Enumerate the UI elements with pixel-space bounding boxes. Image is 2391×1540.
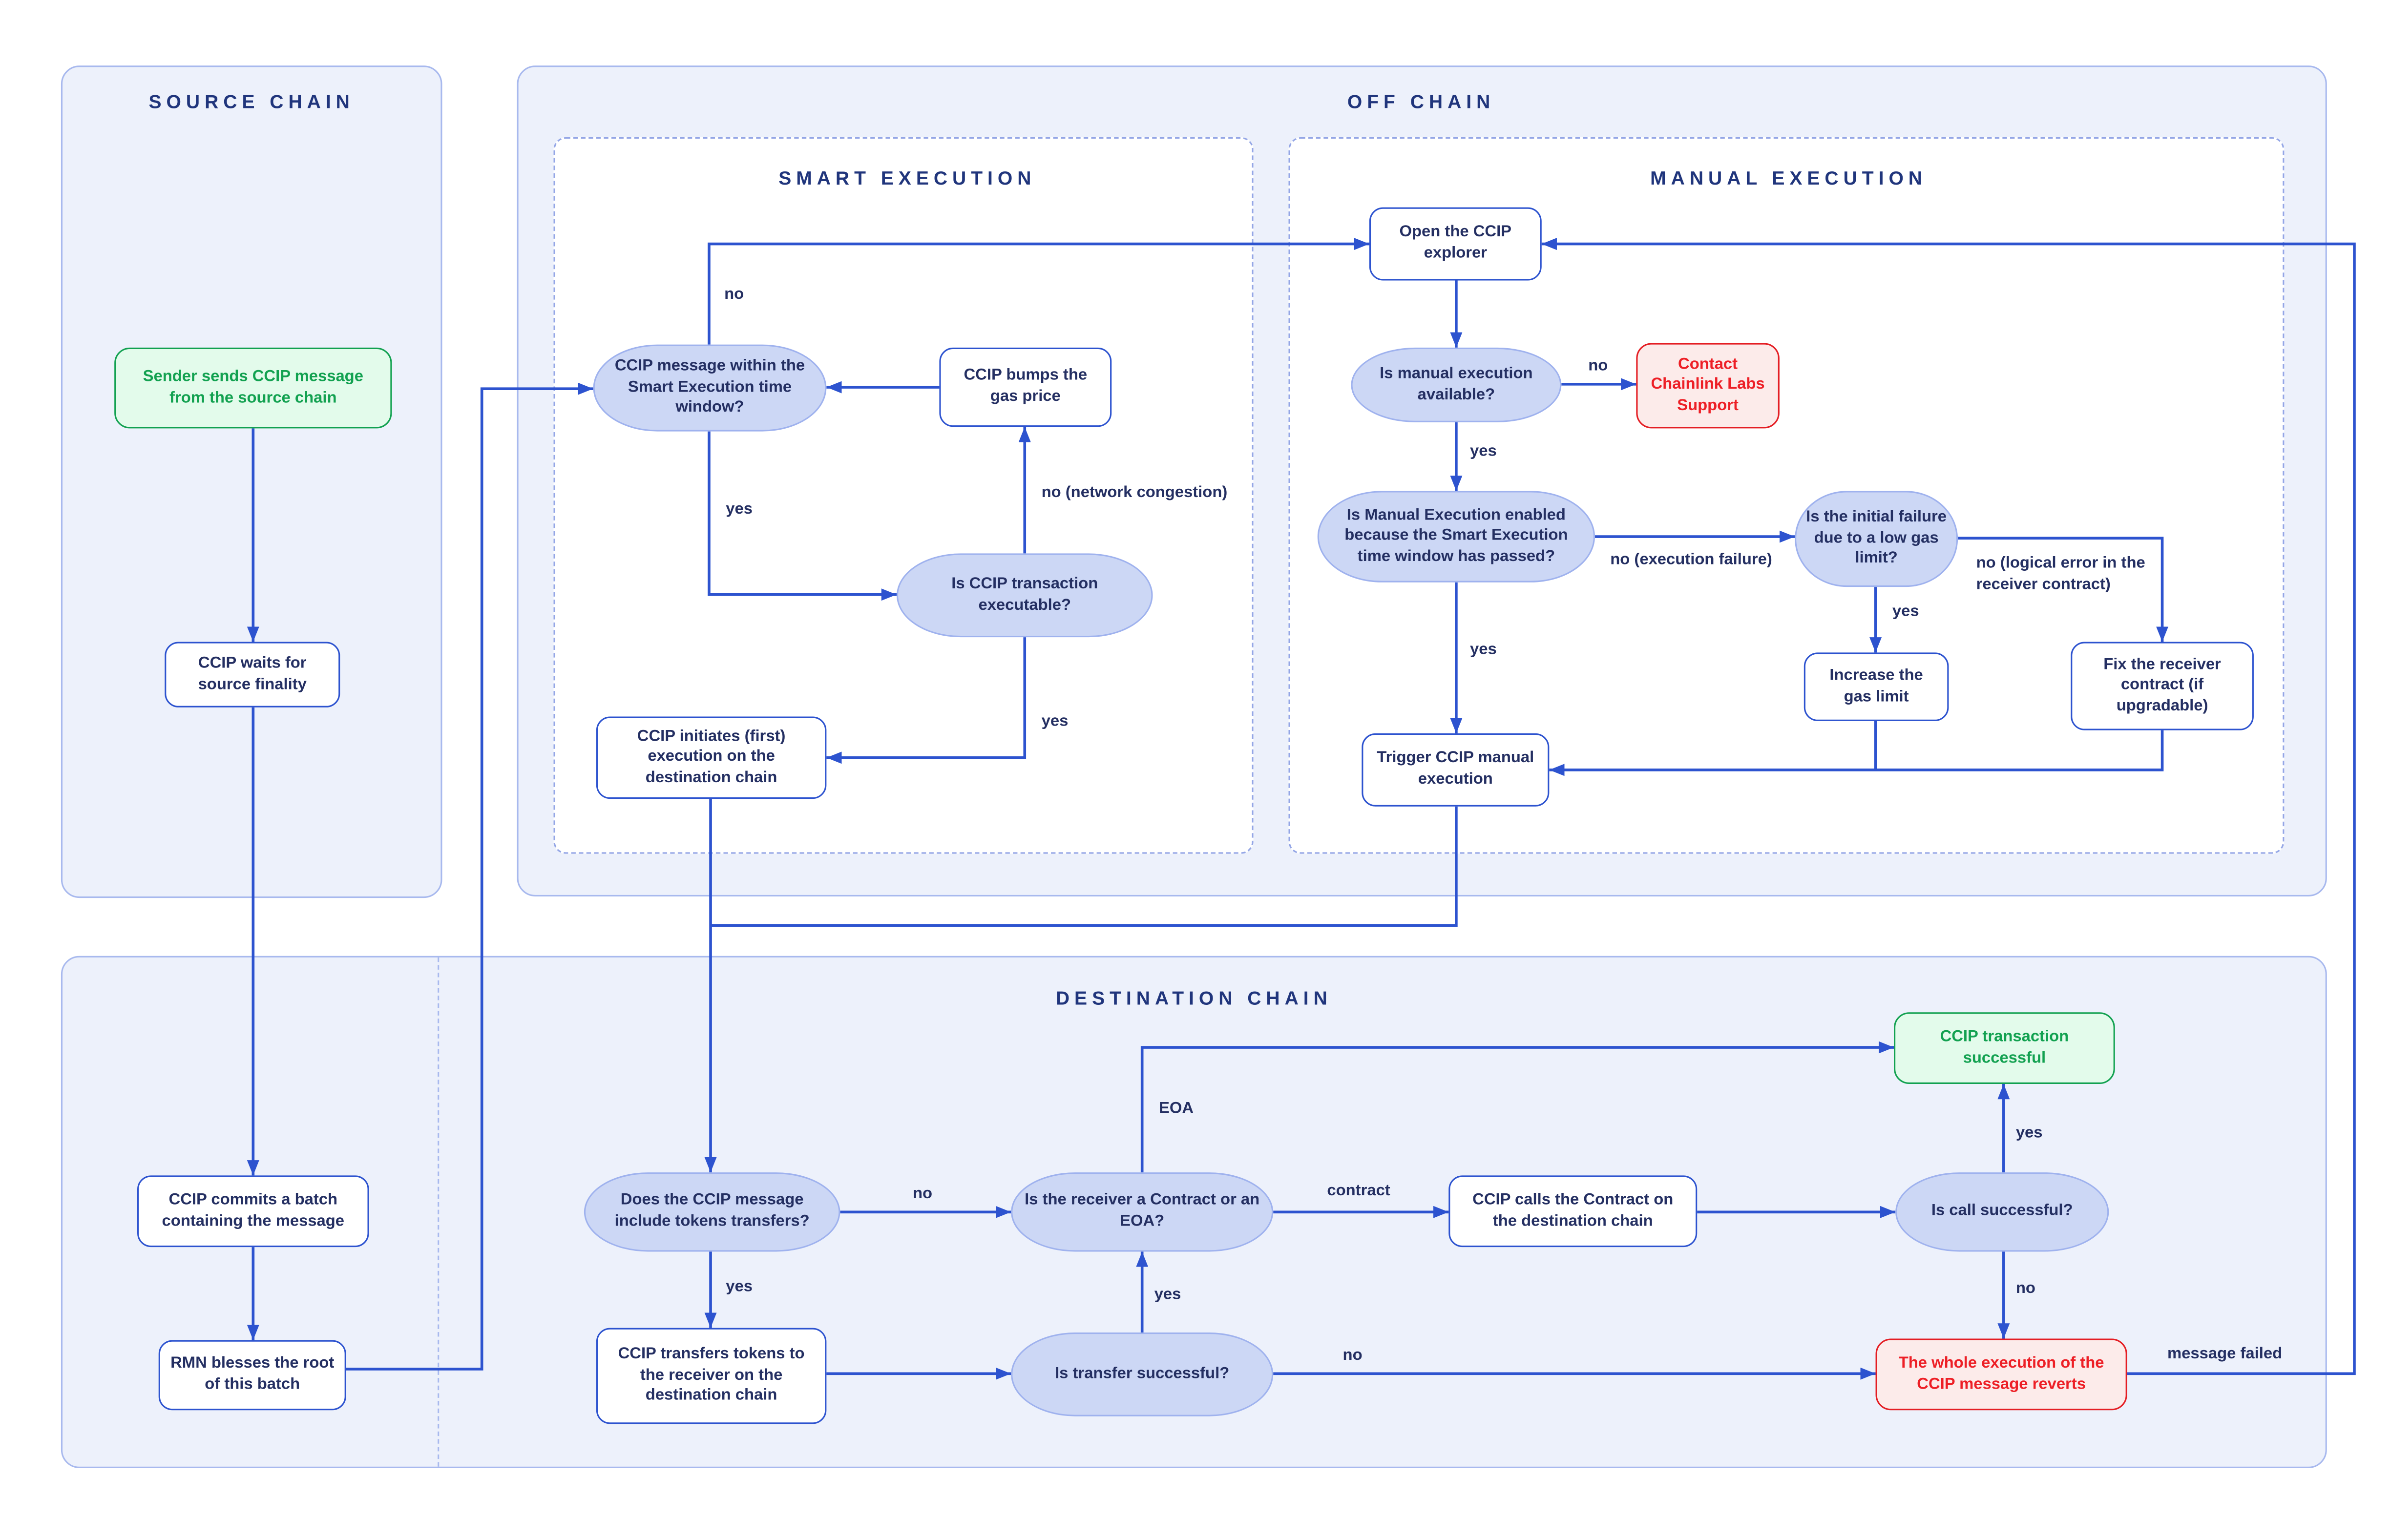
- node-ccip-calls-contract: CCIP calls the Contract on the destinati…: [1448, 1175, 1698, 1248]
- edge-label-executable-yes: yes: [1041, 712, 1069, 730]
- node-whole-execution-reverts: The whole execution of the CCIP message …: [1875, 1338, 2127, 1411]
- edge-label-tokens-no: no: [913, 1185, 933, 1203]
- decision-transaction-executable: Is CCIP transaction executable?: [896, 553, 1153, 638]
- source-chain-panel: [61, 65, 442, 898]
- smart-execution-title: SMART EXECUTION: [778, 167, 1036, 189]
- decision-manual-execution-available: Is manual execution available?: [1351, 347, 1562, 422]
- edge-label-lowgas-yes: yes: [1892, 602, 1919, 621]
- edge-label-logical-error: no (logical error in the receiver contra…: [1976, 554, 2145, 593]
- edge-label-smart-yes: yes: [726, 500, 753, 519]
- node-increase-gas-limit: Increase the gas limit: [1804, 652, 1949, 721]
- off-chain-title: OFF CHAIN: [1347, 91, 1495, 113]
- node-ccip-commits-batch: CCIP commits a batch containing the mess…: [137, 1175, 369, 1248]
- node-ccip-waits-finality: CCIP waits for source finality: [165, 642, 340, 708]
- edge-label-tokens-yes: yes: [726, 1277, 753, 1296]
- node-ccip-initiates-execution: CCIP initiates (first) execution on the …: [596, 716, 827, 799]
- edge-label-network-congestion: no (network congestion): [1041, 483, 1228, 502]
- decision-call-successful: Is call successful?: [1895, 1172, 2109, 1252]
- destination-chain-title: DESTINATION CHAIN: [1055, 988, 1332, 1010]
- decision-initial-failure-low-gas: Is the initial failure due to a low gas …: [1795, 491, 1958, 587]
- manual-execution-title: MANUAL EXECUTION: [1650, 167, 1927, 189]
- node-ccip-transaction-successful: CCIP transaction successful: [1894, 1012, 2115, 1084]
- edge-label-available-no: no: [1588, 356, 1608, 375]
- edge-label-transfer-no: no: [1342, 1346, 1363, 1365]
- decision-manual-execution-enabled: Is Manual Execution enabled because the …: [1317, 491, 1595, 583]
- edge-receiver-eoa-to-success: [1140, 1041, 1894, 1173]
- edge-label-call-yes: yes: [2015, 1124, 2043, 1142]
- node-fix-receiver-contract: Fix the receiver contract (if upgradable…: [2071, 642, 2254, 730]
- edge-executable-yes-to-initiates: [826, 637, 1027, 764]
- destination-source-divider: [438, 957, 440, 1467]
- decision-includes-token-transfers: Does the CCIP message include tokens tra…: [584, 1172, 840, 1252]
- edge-label-call-no: no: [2015, 1279, 2035, 1298]
- decision-smart-execution-window: CCIP message within the Smart Execution …: [593, 344, 827, 432]
- node-ccip-transfers-tokens: CCIP transfers tokens to the receiver on…: [596, 1328, 827, 1424]
- edge-label-enabled-yes: yes: [1469, 640, 1497, 659]
- source-chain-title: SOURCE CHAIN: [148, 91, 355, 113]
- edge-label-message-failed: message failed: [2167, 1344, 2283, 1363]
- edge-label-execution-failure: no (execution failure): [1610, 550, 1772, 569]
- edge-label-eoa: EOA: [1159, 1099, 1194, 1118]
- edge-rmn-to-smart-window: [346, 382, 593, 1371]
- edge-label-contract: contract: [1327, 1181, 1390, 1200]
- node-trigger-manual-execution: Trigger CCIP manual execution: [1362, 733, 1550, 807]
- decision-receiver-contract-or-eoa: Is the receiver a Contract or an EOA?: [1011, 1172, 1274, 1252]
- edge-lowgas-no-to-fix: [1958, 537, 2169, 642]
- edge-trigger-join: [711, 806, 1458, 927]
- node-ccip-bumps-gas-price: CCIP bumps the gas price: [939, 347, 1112, 427]
- edge-reverts-message-failed-to-explorer: [1541, 238, 2356, 1375]
- edge-window-yes-to-executable: [708, 431, 897, 601]
- edge-fix-to-trigger: [1549, 730, 2164, 776]
- node-sender-sends-message: Sender sends CCIP message from the sourc…: [114, 347, 392, 429]
- edge-label-available-yes: yes: [1469, 442, 1497, 460]
- node-open-ccip-explorer: Open the CCIP explorer: [1369, 207, 1542, 281]
- edge-window-no-to-explorer: [708, 238, 1369, 345]
- edge-label-transfer-yes: yes: [1154, 1285, 1181, 1304]
- decision-transfer-successful: Is transfer successful?: [1011, 1332, 1274, 1416]
- edge-label-smart-no: no: [724, 285, 744, 304]
- node-contact-chainlink-labs-support: Contact Chainlink Labs Support: [1636, 343, 1780, 429]
- node-rmn-blesses-root: RMN blesses the root of this batch: [158, 1340, 346, 1411]
